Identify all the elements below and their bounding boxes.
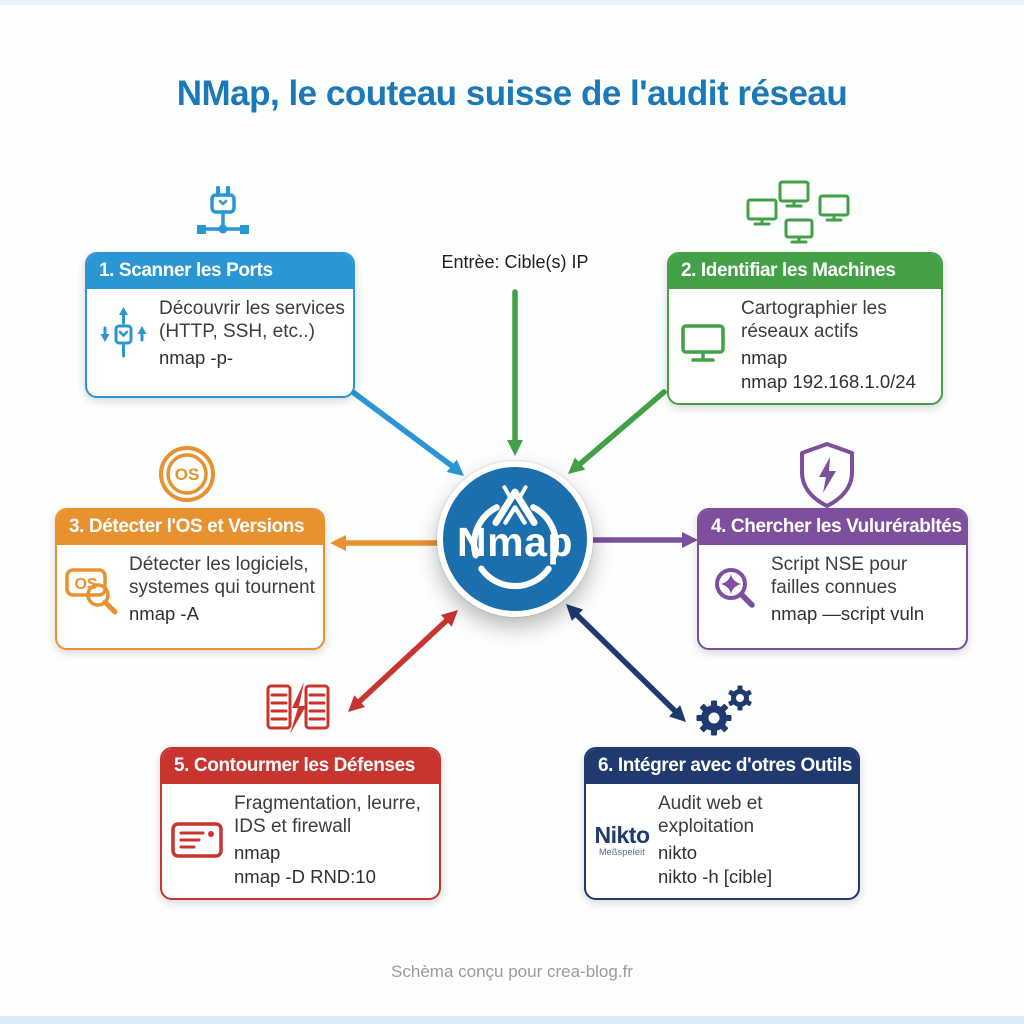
shield-bolt-icon [795, 440, 859, 515]
page-title: NMap, le couteau suisse de l'audit résea… [176, 74, 848, 113]
nmap-label: Nmap [457, 519, 573, 565]
top-edge-band [0, 0, 1024, 5]
step-box-title: 4. Chercher les Vulurérabltés [699, 510, 966, 545]
step-box-title: 3. Détecter l'OS et Versions [57, 510, 323, 545]
svg-text:OS: OS [175, 465, 200, 484]
step-box-evade-defenses: 5. Contourmer les Défenses Fragmentation… [160, 747, 441, 901]
step-description: Script NSE pour failles connues [771, 554, 908, 599]
footer-credit: Schèma conçu pour crea-blog.fr [391, 962, 633, 981]
step-box-identify-machines: 2. Identifiar les Machines Cartographier… [667, 252, 943, 406]
command-text: nmap -D RND:10 [234, 865, 376, 887]
vulnerability-scan-icon [707, 563, 763, 615]
input-target-label: Entrèe: Cible(s) IP [441, 252, 589, 272]
command-text: nmap -p- [159, 347, 234, 369]
command-text: nmap [234, 842, 281, 864]
os-search-icon: OS [65, 562, 121, 616]
computers-cluster-icon [746, 180, 864, 253]
step-box-scan-ports: 1. Scanner les Ports Découvrir les servi… [85, 252, 355, 398]
command-text: nikto [658, 842, 698, 864]
step-box-find-vulnerabilities: 4. Chercher les Vulurérabltés Script NSE… [697, 508, 968, 650]
step-description: Fragmentation, leurre, IDS et firewall [234, 793, 421, 838]
notes-card-icon [170, 816, 226, 864]
os-badge-icon: OS [158, 445, 216, 508]
step-description: Cartographier les réseaux actifs [741, 298, 887, 343]
step-box-detect-os: 3. Détecter l'OS et Versions OS Détecter… [55, 508, 325, 650]
command-text: nikto -h [cible] [658, 865, 773, 887]
step-box-title: 1. Scanner les Ports [87, 254, 353, 289]
step-description: Audit web et exploitation [658, 793, 763, 838]
network-plug-icon [190, 181, 254, 252]
step-box-title: 5. Contourmer les Défenses [162, 749, 439, 784]
command-text: nmap —script vuln [771, 603, 925, 625]
nmap-logo-icon [470, 485, 560, 590]
gears-icon [687, 676, 757, 747]
step-box-title: 2. Identifiar les Machines [669, 254, 941, 289]
step-description: Découvrir les services (HTTP, SSH, etc..… [159, 298, 345, 343]
step-box-title: 6. Intégrer avec d'otres Outils [586, 749, 858, 784]
port-traffic-icon [95, 306, 151, 360]
step-box-integrate-tools: 6. Intégrer avec d'otres Outils Nikto Me… [584, 747, 860, 901]
firewall-breach-icon [264, 676, 332, 745]
nikto-logo-text: Nikto [594, 821, 651, 848]
command-text: nmap 192.168.1.0/24 [741, 370, 916, 392]
monitor-icon [677, 324, 733, 366]
step-description: Détecter les logiciels, systemes qui tou… [129, 554, 315, 599]
nikto-logo-subtext: Meßspeleit [598, 846, 645, 857]
command-text: nmap -A [129, 603, 199, 625]
nikto-logo: Nikto Meßspeleit [594, 821, 651, 857]
nmap-central-node: Nmap [437, 461, 593, 617]
command-text: nmap [741, 347, 788, 369]
bottom-edge-band [0, 1016, 1024, 1024]
